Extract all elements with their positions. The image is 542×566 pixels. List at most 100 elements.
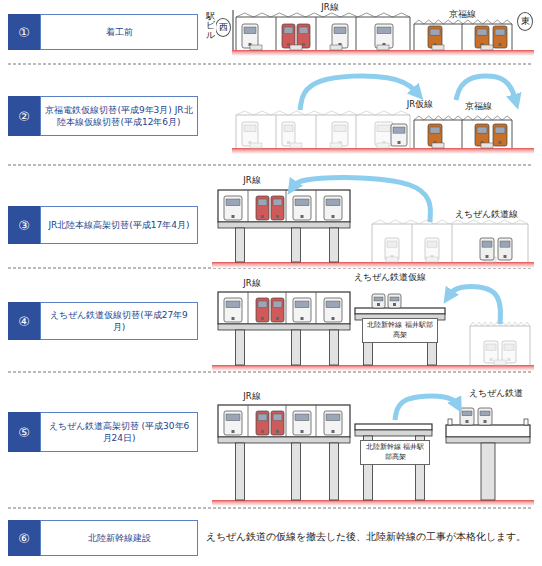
step-number: ⑤ [8, 412, 40, 452]
train-light [261, 430, 264, 433]
train [293, 298, 311, 322]
platform [494, 360, 506, 365]
station-column [372, 224, 373, 262]
train-light [499, 43, 502, 46]
train [271, 411, 284, 435]
station-building-wall [232, 10, 233, 50]
train-light [232, 317, 235, 320]
train-light [276, 215, 279, 218]
node-text: 京福電鉄仮線切替(平成9年3月) JR北陸本線仮線切替(平成12年6月) [45, 104, 193, 128]
train-light [287, 141, 290, 144]
platform [377, 143, 389, 148]
line-label: えちぜん鉄道線 [454, 210, 519, 219]
viaduct-divider [286, 405, 287, 437]
station-column [452, 224, 453, 262]
station-column [528, 224, 529, 262]
viaduct-divider [286, 190, 287, 222]
row-separator [8, 165, 532, 166]
platform [432, 45, 444, 50]
viaduct-pier [236, 330, 245, 365]
step-label: JR北陸本線高架切替(平成17年4月) [40, 206, 198, 244]
platform [426, 257, 438, 262]
platform [481, 143, 493, 148]
parapet [524, 419, 528, 425]
viaduct-beam [355, 430, 432, 436]
viaduct-label-box: 北陸新幹線 福井駅部高架 [362, 318, 438, 343]
train [498, 238, 512, 260]
train [425, 238, 439, 260]
train [282, 24, 295, 48]
station-column [410, 115, 411, 148]
note-text: えちぜん鉄道の仮線を撤去した後、北陸新幹線の工事が本格化します。 [205, 532, 527, 542]
train [297, 24, 310, 48]
train-window [430, 127, 440, 133]
node-text: ② [18, 109, 30, 124]
train-window [477, 127, 487, 133]
platform [386, 257, 398, 262]
line-label: JR線 [242, 176, 261, 185]
viaduct-pier [292, 228, 301, 262]
train-light [301, 430, 304, 433]
step-label: 着工前 [40, 14, 198, 50]
line-label: JR線 [242, 279, 261, 288]
row-separator [8, 372, 532, 373]
train [242, 122, 258, 146]
train [502, 341, 516, 363]
train [256, 298, 269, 322]
train-window [244, 27, 256, 34]
station-column [414, 120, 415, 148]
node-text: 北陸新幹線 福井駅部高架 [363, 443, 427, 461]
viaduct-divider [316, 292, 317, 324]
station-column [412, 224, 413, 262]
viaduct-pier [292, 330, 301, 365]
ground [232, 50, 534, 56]
viaduct-label-box: 北陸新幹線 福井駅部高架 [360, 440, 430, 465]
train [332, 24, 348, 48]
shift-arrow [292, 178, 430, 222]
train-window [273, 301, 282, 308]
train [224, 411, 242, 435]
platform [250, 45, 262, 50]
train [375, 24, 393, 48]
step-number: ⑥ [8, 520, 40, 556]
platform [250, 143, 262, 148]
station-column [236, 17, 237, 50]
station-column [356, 17, 357, 50]
ground [212, 365, 534, 371]
train-window [273, 199, 282, 206]
row-separator [8, 64, 532, 65]
node-text: えちぜん鉄道高架切替 (平成30年6月24日) [45, 420, 193, 444]
ground [212, 262, 534, 268]
direction-circle: 東 [517, 12, 533, 31]
train-window [226, 414, 240, 421]
viaduct-deck [218, 292, 350, 324]
train-light [508, 358, 511, 361]
line-label: JR線 [320, 3, 339, 12]
train [256, 411, 269, 435]
ground [232, 148, 534, 154]
train-window [393, 127, 405, 133]
ground [212, 500, 534, 506]
train-window [377, 27, 391, 34]
node-text: 西 [219, 21, 228, 34]
station-column [470, 326, 471, 365]
step-number: ③ [8, 206, 40, 244]
node-text: ⑤ [18, 425, 30, 440]
line-label: えちぜん鉄道 [468, 389, 524, 398]
train-window [273, 414, 282, 421]
train-light [332, 215, 335, 218]
viaduct-divider [286, 292, 287, 324]
train-window [226, 301, 240, 308]
station-column [512, 24, 513, 50]
train [391, 124, 407, 146]
viaduct-deck [355, 424, 432, 430]
train-window [334, 125, 346, 132]
train-window [295, 199, 309, 206]
train [475, 124, 489, 146]
station-column [512, 120, 513, 148]
train [493, 124, 507, 146]
viaduct-divider [248, 190, 249, 222]
train-window [387, 241, 397, 247]
shift-arrow [395, 396, 458, 420]
